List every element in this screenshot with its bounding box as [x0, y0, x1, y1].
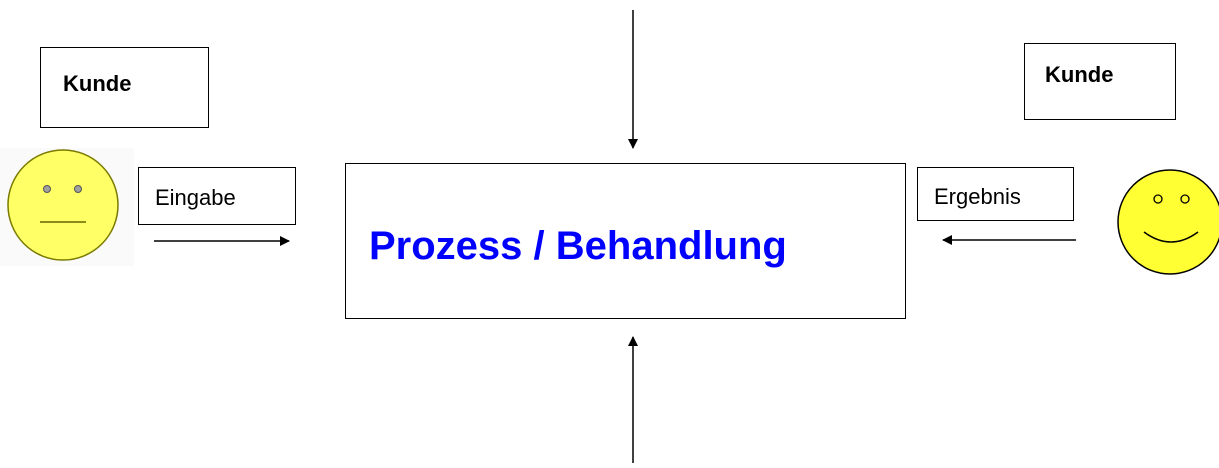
- ergebnis-box: [917, 167, 1074, 221]
- process-label: Prozess / Behandlung: [369, 224, 787, 268]
- left-face-background: [0, 148, 134, 266]
- kunde-right-box: [1024, 43, 1176, 120]
- smiley-face-icon: [1117, 169, 1219, 275]
- kunde-left-box: [40, 47, 209, 128]
- kunde-right-label: Kunde: [1045, 62, 1114, 87]
- eingabe-label: Eingabe: [155, 185, 236, 210]
- process-box: [345, 163, 906, 319]
- eingabe-box: [138, 167, 296, 225]
- kunde-left-label: Kunde: [63, 71, 132, 96]
- ergebnis-label: Ergebnis: [934, 184, 1021, 209]
